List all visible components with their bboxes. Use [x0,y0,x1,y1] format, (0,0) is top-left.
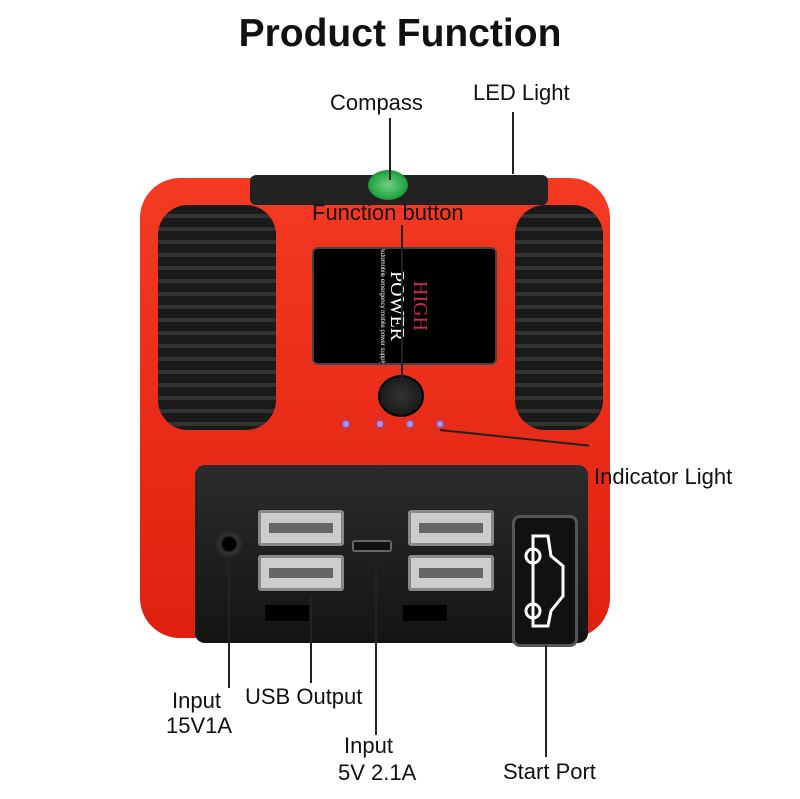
device-screen: HIGH POWER Automobile emergency mobile p… [312,247,497,365]
label-input-15v-line1: Input [172,688,221,713]
vent-slot [265,605,309,621]
function-button-leader-line [401,225,403,385]
usb-port-3 [408,510,494,546]
micro-usb-input [352,540,392,552]
indicator-led-2 [377,421,383,427]
led-light-leader-line [512,112,514,174]
indicator-led-1 [343,421,349,427]
indicator-led-3 [407,421,413,427]
input-5v-leader-line [375,552,377,735]
vent-slot [403,605,447,621]
car-icon [524,534,565,628]
right-grip [515,205,603,430]
function-button[interactable] [378,375,424,417]
compass-icon [368,170,408,200]
label-input-5v-line2: 5V 2.1A [338,760,417,785]
label-compass: Compass [330,90,423,115]
indicator-led-4 [437,421,443,427]
label-input-15v-line2: 15V1A [166,713,233,738]
usb-port-1 [258,510,344,546]
start-port [512,515,578,647]
start-port-leader-line [545,645,547,757]
usb-port-4 [408,555,494,591]
label-start-port: Start Port [503,759,596,784]
usb-output-leader-line [310,595,312,683]
dc-input-jack [215,530,243,558]
left-grip [158,205,276,430]
label-usb-output: USB Output [245,684,363,709]
brand-logo: HIGH POWER [385,271,431,341]
input-15v-leader-line [228,560,230,688]
page-title: Product Function [238,12,562,55]
usb-port-2 [258,555,344,591]
brand-tagline: Automobile emergency mobile power supply [378,247,385,365]
label-led-light: LED Light [473,80,570,105]
label-indicator-light: Indicator Light [594,464,733,489]
label-function-button: Function button [312,200,464,225]
label-input-5v-line1: Input [344,733,393,758]
compass-leader-line [389,118,391,180]
